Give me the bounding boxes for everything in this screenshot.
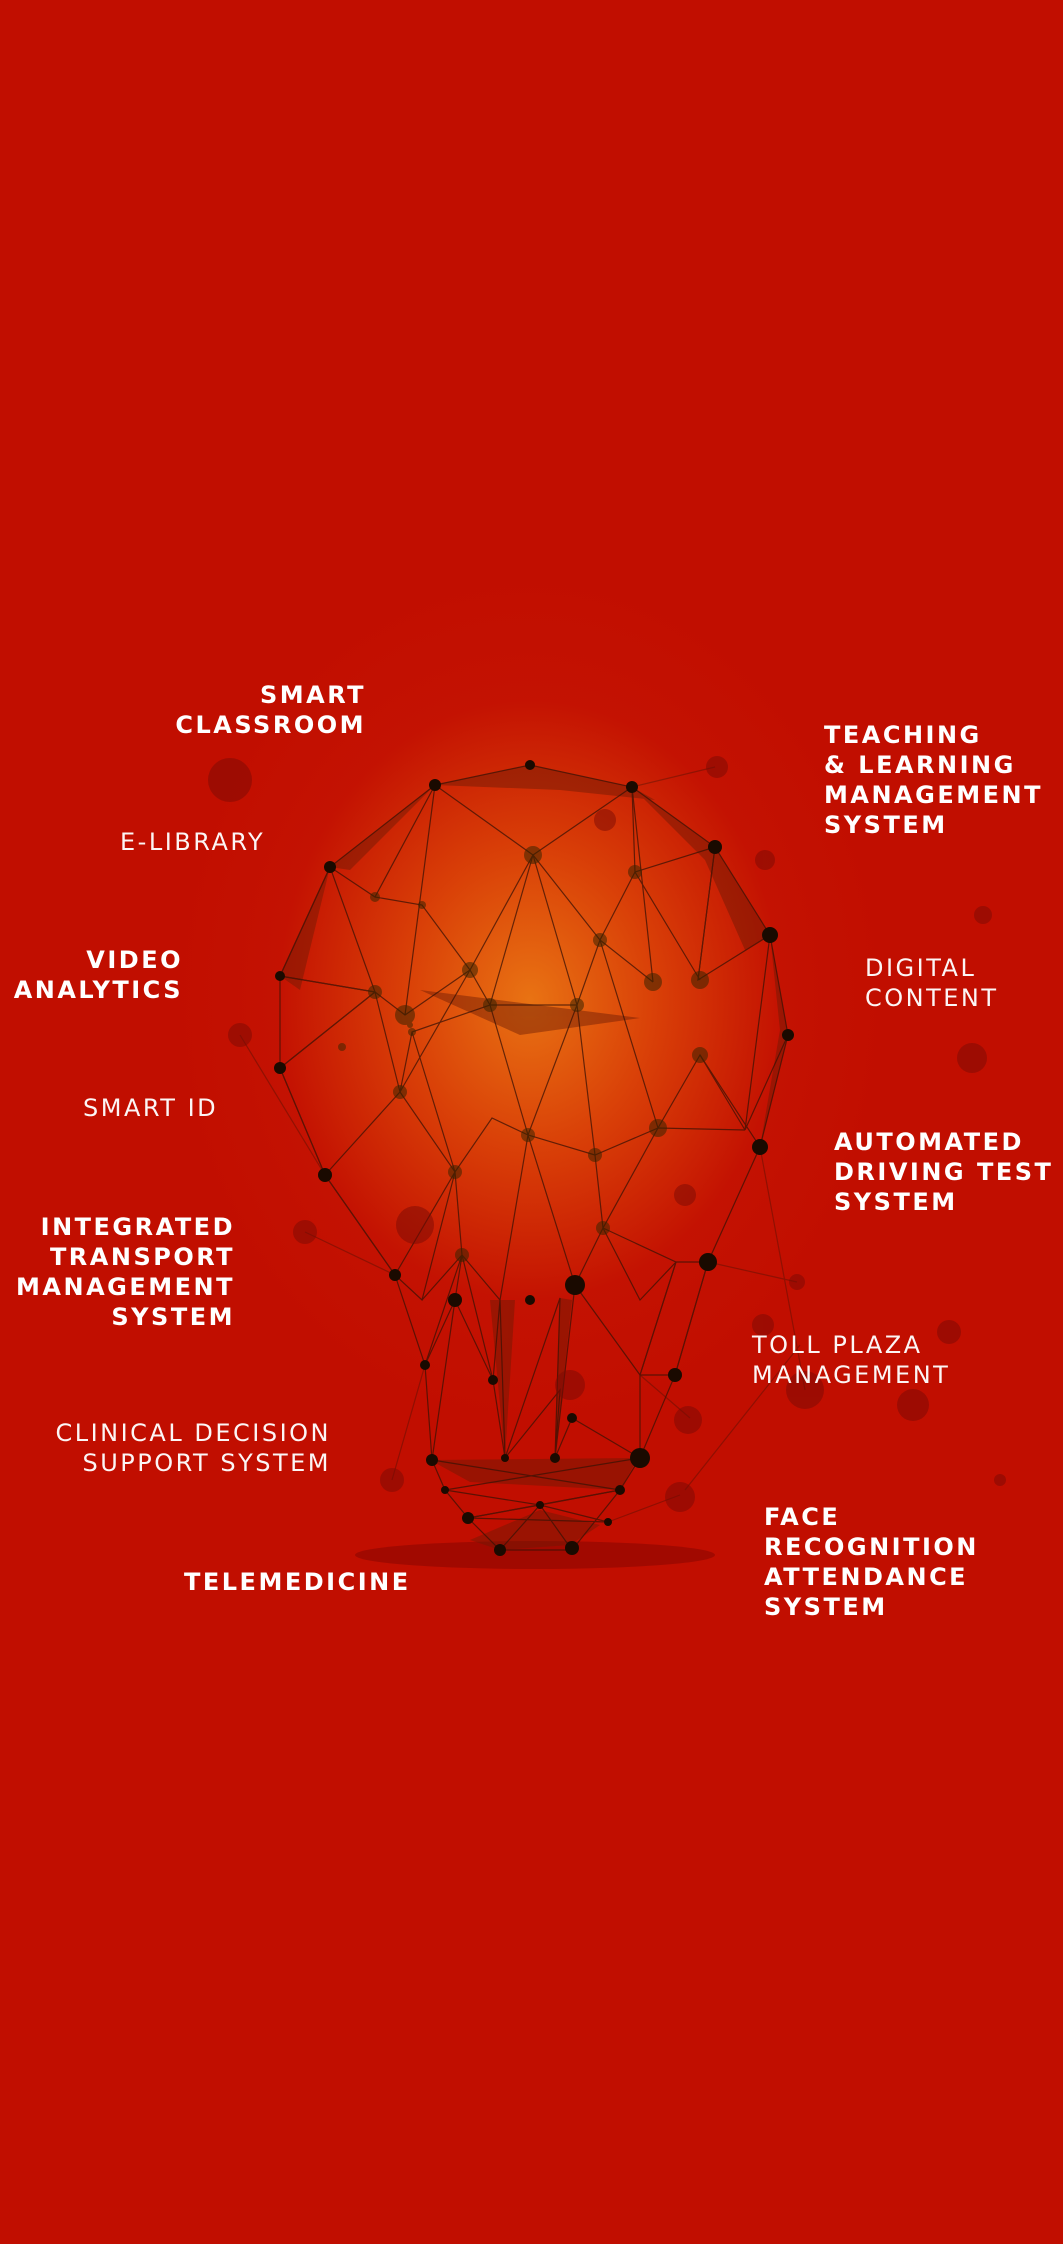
label-e-library: E-LIBRARY xyxy=(120,828,266,856)
label-integrated-transport: INTEGRATED TRANSPORT MANAGEMENT SYSTEM xyxy=(16,1213,235,1331)
bulb-shadow xyxy=(355,1541,715,1569)
label-smart-id: SMART ID xyxy=(83,1094,219,1122)
label-video-analytics: VIDEO ANALYTICS xyxy=(13,946,183,1004)
bulb-nodes-faded xyxy=(338,846,709,1262)
label-toll-plaza: TOLL PLAZA MANAGEMENT xyxy=(752,1331,951,1389)
label-smart-classroom: SMART CLASSROOM xyxy=(175,681,366,739)
label-digital-content: DIGITAL CONTENT xyxy=(865,954,999,1012)
bulb-nodes xyxy=(274,760,794,1556)
label-telemedicine: TELEMEDICINE xyxy=(184,1568,411,1596)
label-face-recognition: FACE RECOGNITION ATTENDANCE SYSTEM xyxy=(764,1503,979,1621)
bulb-shards xyxy=(280,765,788,1550)
bulb-bubbles xyxy=(208,756,1006,1512)
label-clinical-decision: CLINICAL DECISION SUPPORT SYSTEM xyxy=(55,1419,331,1477)
label-teaching-learning: TEACHING & LEARNING MANAGEMENT SYSTEM xyxy=(824,721,1043,839)
label-automated-driving: AUTOMATED DRIVING TEST SYSTEM xyxy=(834,1128,1054,1216)
